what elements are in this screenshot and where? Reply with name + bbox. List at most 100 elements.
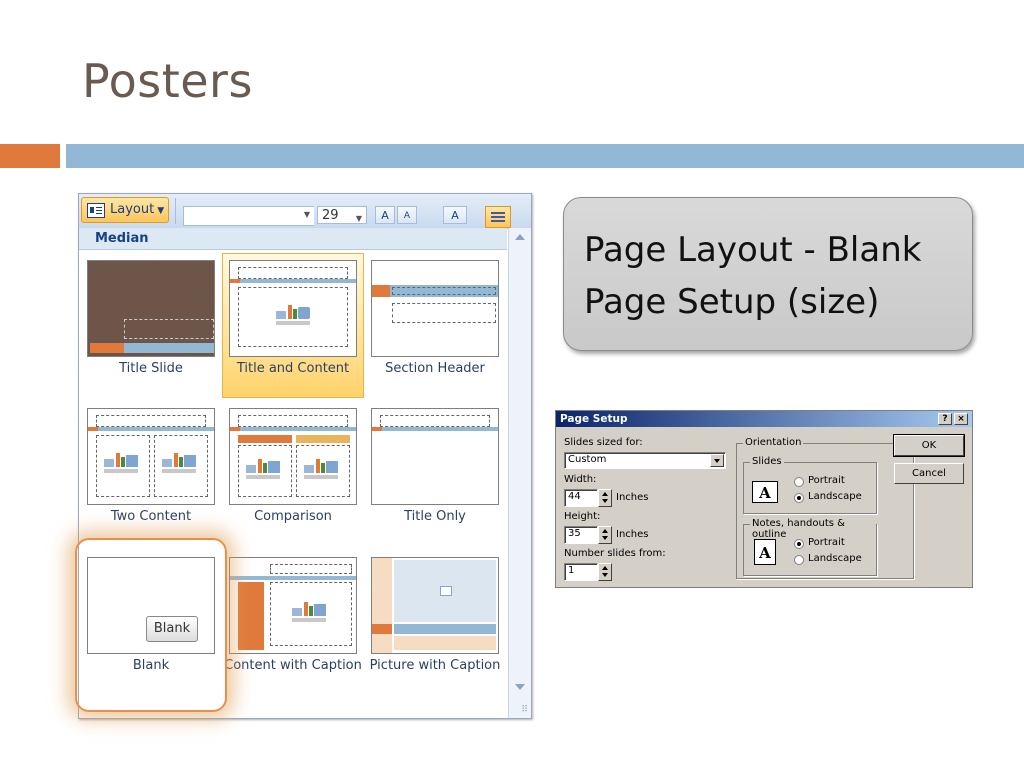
layout-thumbnail bbox=[371, 260, 499, 357]
accent-block bbox=[296, 435, 350, 443]
layout-title-only[interactable]: Title Only bbox=[365, 402, 505, 545]
layout-picture-with-caption[interactable]: Picture with Caption bbox=[365, 551, 505, 694]
bullets-button[interactable] bbox=[485, 206, 511, 228]
layout-button-label: Layout bbox=[110, 202, 155, 217]
layout-thumbnail bbox=[87, 260, 215, 357]
slides-sized-for-select[interactable]: Custom bbox=[564, 452, 726, 469]
grow-font-button[interactable]: A bbox=[375, 206, 395, 224]
page-setup-dialog: Page Setup ? × Slides sized for: Custom … bbox=[555, 410, 973, 588]
layout-thumbnail bbox=[371, 557, 499, 654]
content-icon bbox=[304, 459, 340, 481]
resize-grip-icon[interactable]: ⠿ bbox=[521, 705, 528, 715]
notes-orientation-group: Notes, handouts & outline A Portrait Lan… bbox=[743, 518, 877, 576]
content-icon bbox=[104, 453, 140, 475]
cancel-button[interactable]: Cancel bbox=[894, 463, 964, 484]
landscape-page-icon: A bbox=[752, 481, 778, 503]
layout-thumbnail bbox=[229, 260, 357, 357]
accent-block bbox=[394, 636, 496, 650]
layout-section-header[interactable]: Section Header bbox=[365, 254, 505, 397]
font-size-combo[interactable]: 29 ▼ bbox=[317, 206, 367, 224]
notes-landscape-radio[interactable] bbox=[794, 555, 804, 565]
accent-block bbox=[372, 558, 392, 653]
height-spinner[interactable] bbox=[598, 526, 612, 544]
slides-group-label: Slides bbox=[750, 456, 784, 467]
placeholder-box bbox=[270, 564, 352, 574]
placeholder-box bbox=[96, 435, 150, 497]
grow-font-icon: A bbox=[381, 209, 389, 222]
layout-comparison[interactable]: Comparison bbox=[223, 402, 363, 545]
layout-label: Blank bbox=[132, 658, 170, 673]
accent-block bbox=[230, 576, 356, 580]
scroll-up-icon[interactable] bbox=[515, 234, 525, 240]
layout-blank[interactable]: Blank Blank bbox=[81, 551, 221, 694]
width-unit: Inches bbox=[616, 492, 649, 503]
layout-gallery: Layout▼ ▼ 29▼ A A A Median ⠿ Title Slide bbox=[78, 193, 532, 719]
layout-thumbnail bbox=[229, 408, 357, 505]
layout-two-content[interactable]: Two Content bbox=[81, 402, 221, 545]
accent-block bbox=[124, 343, 214, 353]
slides-portrait-label: Portrait bbox=[808, 475, 845, 486]
picture-icon bbox=[440, 586, 452, 596]
layout-button[interactable]: Layout▼ bbox=[81, 197, 169, 223]
number-slides-input[interactable]: 1 bbox=[564, 563, 598, 581]
clear-format-button[interactable]: A bbox=[443, 206, 467, 224]
callout-line: Page Setup (size) bbox=[584, 282, 880, 322]
slides-landscape-radio[interactable] bbox=[794, 493, 804, 503]
number-slides-label: Number slides from: bbox=[564, 548, 666, 559]
blank-tooltip: Blank bbox=[146, 616, 198, 642]
font-size-value: 29 bbox=[322, 208, 339, 223]
height-input[interactable]: 35 bbox=[564, 526, 598, 544]
placeholder-box bbox=[238, 287, 348, 347]
placeholder-box bbox=[296, 445, 350, 497]
layout-title-and-content[interactable]: Title and Content bbox=[222, 253, 364, 398]
layout-title-slide[interactable]: Title Slide bbox=[81, 254, 221, 397]
height-unit: Inches bbox=[616, 529, 649, 540]
layout-label: Title Slide bbox=[119, 361, 183, 376]
chevron-down-icon: ▼ bbox=[355, 214, 362, 223]
layout-thumbnail bbox=[371, 408, 499, 505]
layout-label: Title Only bbox=[404, 509, 466, 524]
notes-portrait-radio[interactable] bbox=[794, 539, 804, 549]
ribbon-separator bbox=[175, 198, 176, 224]
number-slides-spinner[interactable] bbox=[598, 563, 612, 581]
callout-box: Page Layout - Blank Page Setup (size) bbox=[563, 197, 973, 351]
width-input[interactable]: 44 bbox=[564, 489, 598, 507]
placeholder-box bbox=[392, 303, 496, 323]
close-button[interactable]: × bbox=[954, 413, 968, 425]
layout-icon bbox=[87, 203, 105, 218]
accent-bar-blue bbox=[66, 144, 1024, 168]
ok-button[interactable]: OK bbox=[893, 434, 965, 457]
accent-block bbox=[372, 624, 392, 634]
layout-thumbnail bbox=[87, 408, 215, 505]
layout-label: Two Content bbox=[110, 509, 192, 524]
ribbon-strip: Layout▼ ▼ 29 ▼ A A A bbox=[79, 194, 531, 229]
placeholder-box bbox=[96, 415, 206, 427]
slide-title: Posters bbox=[82, 54, 253, 108]
scroll-down-icon[interactable] bbox=[515, 684, 525, 690]
placeholder-box bbox=[270, 582, 352, 646]
content-icon bbox=[246, 459, 282, 481]
font-name-combo[interactable]: ▼ bbox=[183, 206, 314, 226]
notes-portrait-label: Portrait bbox=[808, 537, 845, 548]
accent-block bbox=[238, 435, 292, 443]
chevron-down-icon[interactable] bbox=[710, 454, 724, 467]
layout-label: Section Header bbox=[385, 361, 485, 376]
accent-block bbox=[230, 427, 240, 431]
shrink-font-button[interactable]: A bbox=[397, 206, 417, 224]
accent-block bbox=[240, 427, 356, 431]
slides-portrait-radio[interactable] bbox=[794, 477, 804, 487]
notes-landscape-label: Landscape bbox=[808, 553, 862, 564]
content-icon bbox=[162, 453, 198, 475]
help-button[interactable]: ? bbox=[938, 413, 952, 425]
width-spinner[interactable] bbox=[598, 489, 612, 507]
gallery-scrollbar[interactable] bbox=[508, 228, 531, 718]
clear-format-icon: A bbox=[451, 209, 459, 222]
content-icon bbox=[292, 602, 328, 624]
layout-label: Title and Content bbox=[236, 361, 350, 376]
layout-thumbnail bbox=[229, 557, 357, 654]
height-label: Height: bbox=[564, 511, 601, 522]
slides-landscape-label: Landscape bbox=[808, 491, 862, 502]
orientation-label: Orientation bbox=[743, 437, 804, 448]
layout-content-with-caption[interactable]: Content with Caption bbox=[223, 551, 363, 694]
placeholder-box bbox=[392, 287, 496, 295]
